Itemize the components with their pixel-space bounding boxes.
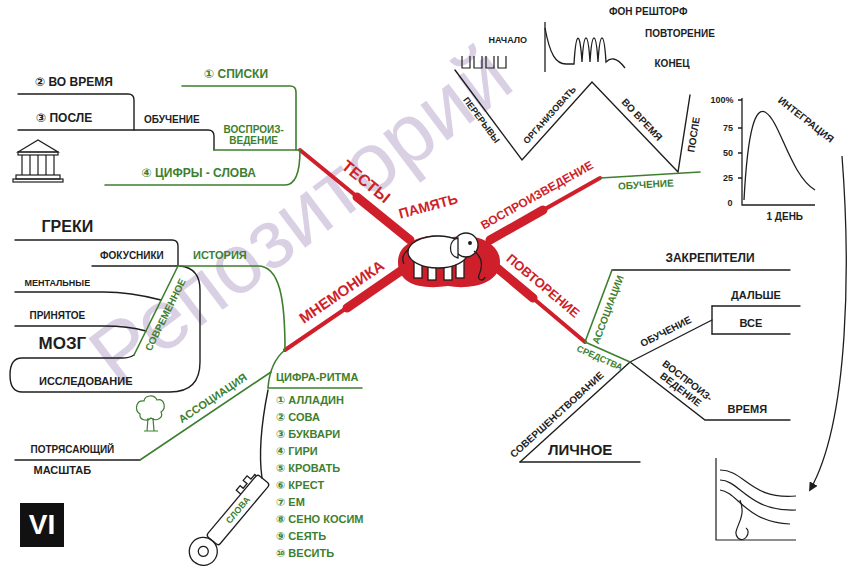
- keyword: ЗАКРЕПИТЕЛИ: [665, 252, 754, 266]
- keyword: ОБУЧЕНИЕ: [617, 178, 673, 193]
- keyword: ВСЕ: [740, 317, 763, 330]
- keyword: АССОЦИАЦИЯ: [176, 371, 249, 426]
- keyword: ЦИФРА-РИТМА: [276, 371, 358, 384]
- keyword: ЛИЧНОЕ: [548, 441, 612, 458]
- center-blob: [398, 236, 500, 288]
- list-item: ⑨ СЕЯТЬ: [276, 530, 326, 543]
- key-icon: [183, 470, 275, 571]
- keyword: ГРЕКИ: [42, 218, 94, 236]
- keyword: ВРЕМЯ: [728, 403, 768, 416]
- keyword: ОБУЧЕНИЕ: [144, 114, 200, 126]
- keyword: МЕНТАЛЬНЫЕ: [25, 278, 91, 288]
- keyword: ④ ЦИФРЫ - СЛОВА: [142, 167, 256, 181]
- list-item: ① АЛЛАДИН: [276, 394, 344, 407]
- keyword: ИССЛЕДОВАНИЕ: [39, 375, 133, 388]
- axis-label: 100%: [711, 95, 734, 105]
- axis-label: 25: [723, 173, 733, 183]
- keyword: МАСШТАБ: [34, 464, 92, 477]
- list-item: ⑦ ЕМ: [276, 496, 305, 509]
- list-item: ⑧ СЕНО КОСИМ: [276, 513, 364, 526]
- chart-label: ИНТЕГРАЦИЯ: [776, 94, 836, 145]
- keyword: АССОЦИАЦИИ: [590, 273, 626, 345]
- review-graph: [716, 458, 796, 540]
- list-item: ⑤ КРОВАТЬ: [276, 462, 340, 475]
- tree-icon: [137, 396, 165, 431]
- keyword: ПОСЛЕ: [685, 116, 702, 153]
- keyword: ПОТРЯСАЮЩИЙ: [31, 444, 115, 456]
- keyword: ВОСПРОИЗ- ВЕДЕНИЕ: [224, 124, 284, 146]
- keyword: ③ ПОСЛЕ: [36, 112, 92, 126]
- badge-text: VI: [29, 511, 55, 539]
- axis-label: 50: [723, 148, 733, 158]
- chart-label: ФОН РЕШТОРФ: [609, 6, 687, 18]
- watermark: Репозиторий: [71, 26, 529, 404]
- keyword: ② ВО ВРЕМЯ: [35, 76, 113, 90]
- keyword: ① СПИСКИ: [204, 68, 268, 82]
- list-item: ④ ГИРИ: [276, 445, 318, 458]
- axis-label: 75: [723, 123, 733, 133]
- recall-chart: [545, 22, 625, 72]
- keyword: ИСТОРИЯ: [193, 249, 247, 262]
- keyword: ОРГАНИЗОВАТЬ: [522, 84, 579, 146]
- elephant: [403, 233, 485, 280]
- section-badge: VI: [20, 503, 64, 547]
- chart-label: КОНЕЦ: [655, 58, 690, 70]
- keyword: МОЗГ: [39, 334, 87, 354]
- list-item: ② СОВА: [276, 411, 320, 424]
- main-branch-label: ВОСПРОИЗВЕДЕНИЕ: [479, 159, 596, 233]
- list-item: ⑥ КРЕСТ: [276, 479, 324, 492]
- keyword: ВО ВРЕМЯ: [619, 96, 664, 143]
- keyword: ПРИНЯТОЕ: [30, 310, 86, 322]
- temple-icon: [13, 140, 63, 182]
- axis-label: 1 ДЕНЬ: [767, 211, 804, 223]
- keyword: ДАЛЬШЕ: [731, 289, 781, 302]
- chart-label: НАЧАЛО: [489, 35, 528, 45]
- list-item: ⑩ ВЕСИТЬ: [276, 547, 334, 560]
- list-item: ③ БУКВАРИ: [276, 428, 340, 441]
- keyword: ФОКУСНИКИ: [100, 250, 164, 262]
- axis-label: 0: [728, 198, 733, 208]
- keyword: ОБУЧЕНИЕ: [639, 314, 694, 350]
- chart-label: ПОВТОРЕНИЕ: [645, 28, 715, 40]
- return-arrow: [810, 156, 846, 490]
